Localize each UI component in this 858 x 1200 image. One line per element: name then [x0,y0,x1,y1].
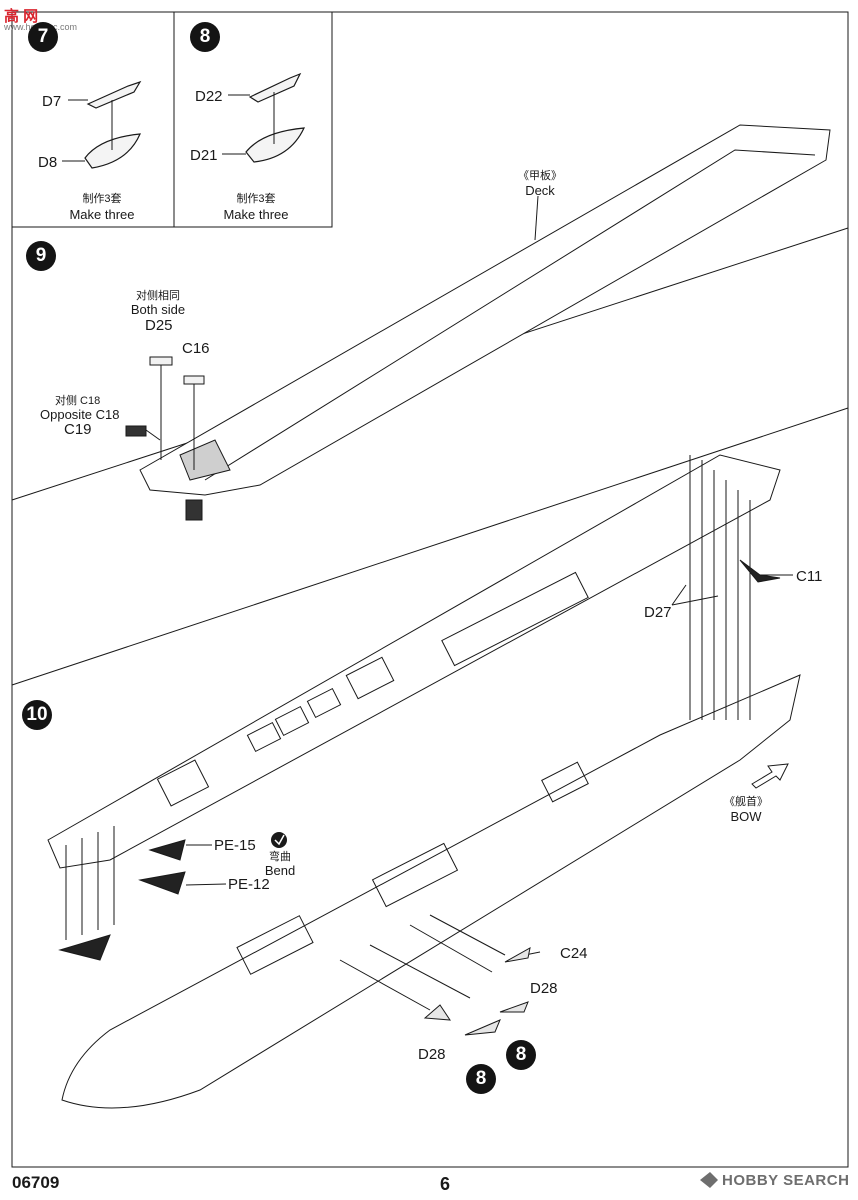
both-side-en: Both side [130,302,186,317]
boat-d21 [245,127,305,163]
label-d28-left: D28 [418,1046,446,1063]
label-d27: D27 [644,604,672,621]
page-number: 6 [440,1174,451,1194]
bend-label-cn: 弯曲 [269,851,291,863]
step7-note-en: Make three [69,207,135,222]
step8-note-cn: 制作3套 [236,193,276,205]
label-d25: D25 [145,317,173,334]
step-10-badge: 10 [22,700,52,730]
bow-direction-arrow-icon [751,763,789,789]
boat-d7 [86,80,142,109]
label-d21: D21 [190,147,218,164]
opposite-c18-en: Opposite C18 [40,407,120,422]
label-c24: C24 [560,945,588,962]
deck-part [139,124,831,496]
label-d22: D22 [195,88,223,105]
step-9-badge: 9 [26,241,56,271]
label-c19: C19 [64,421,92,438]
lifeboat-c24 [504,947,531,963]
watermark-logo: 高 网 [4,8,39,25]
boat-d22 [248,72,302,103]
step8-note-en: Make three [223,207,289,222]
step-8-badge: 8 [190,22,220,52]
ref-step-8-badge-b: 8 [466,1064,496,1094]
label-d8: D8 [38,154,58,171]
deck-label-cn: 《甲板》 [518,170,562,182]
label-pe15: PE-15 [214,837,256,854]
divider-step10 [11,407,849,686]
bow-label-en: BOW [730,809,762,824]
label-pe12: PE-12 [228,876,270,893]
deck-label-en: Deck [525,183,555,198]
both-side-cn: 对侧相同 [136,290,180,302]
product-code: 06709 [12,1173,60,1192]
upper-deck-part [47,454,781,869]
step7-note-cn: 制作3套 [82,193,122,205]
label-c16: C16 [182,340,210,357]
hull-part [61,674,801,1109]
step-7-badge: 7 [28,22,58,52]
label-d28-right: D28 [530,980,558,997]
bow-label-cn: 《舰首》 [724,796,768,808]
boat-d8 [84,133,141,169]
hobbysearch-logo-icon [700,1172,718,1188]
label-c11: C11 [796,568,823,585]
ref-step-8-badge-a: 8 [506,1040,536,1070]
label-d7: D7 [42,93,62,110]
bend-label-en: Bend [264,863,296,878]
page-frame [11,11,849,1168]
opposite-c18-cn: 对侧 C18 [55,395,101,407]
bend-arrow-icon [271,832,287,848]
footer-brand: HOBBY SEARCH [722,1172,850,1189]
